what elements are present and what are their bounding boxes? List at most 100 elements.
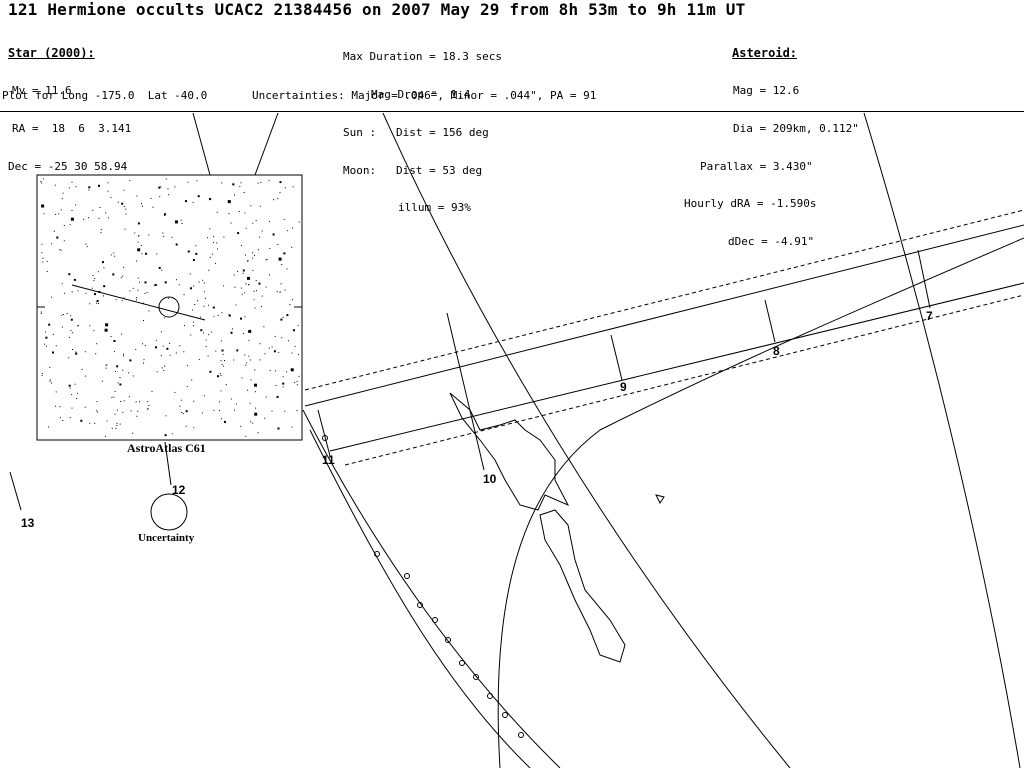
chart-star — [89, 325, 91, 327]
chart-star — [98, 217, 100, 219]
time-label-13: 13 — [21, 516, 35, 530]
chart-star — [68, 273, 71, 276]
chart-star — [283, 218, 285, 220]
chart-star — [278, 257, 282, 261]
chart-star — [175, 220, 178, 224]
chart-star — [298, 221, 300, 223]
chart-star — [275, 384, 277, 386]
chart-star — [158, 266, 161, 269]
chart-star — [282, 316, 284, 318]
chart-star — [43, 213, 45, 215]
chart-star — [242, 269, 245, 272]
chart-star — [41, 182, 43, 184]
chart-star — [232, 183, 235, 186]
chart-star — [238, 211, 240, 212]
chart-star — [183, 294, 185, 296]
chart-star — [253, 299, 255, 301]
chart-star — [49, 379, 51, 381]
tick-line-11 — [317, 409, 331, 457]
chart-star — [193, 325, 194, 327]
chart-star — [297, 354, 299, 355]
chart-star — [84, 375, 86, 377]
chart-star — [85, 292, 87, 294]
chart-star — [92, 209, 94, 211]
chart-star — [211, 253, 213, 255]
chart-star — [169, 354, 171, 356]
chart-star — [223, 365, 225, 367]
chart-star — [277, 244, 279, 245]
chart-star — [98, 184, 100, 187]
chart-star — [292, 329, 295, 332]
observer-sites — [322, 435, 524, 738]
chart-star — [204, 297, 206, 299]
ddec: dDec = -4.91" — [728, 235, 815, 249]
chart-star — [281, 337, 283, 339]
chart-star — [265, 286, 267, 288]
chart-star — [235, 304, 237, 306]
chart-star — [61, 326, 63, 328]
chart-star — [130, 410, 132, 412]
chart-star — [254, 412, 258, 416]
chart-star — [91, 287, 93, 289]
chart-star — [236, 349, 239, 352]
chart-star — [179, 405, 181, 407]
chart-star — [41, 373, 43, 374]
chart-star — [182, 413, 184, 415]
chart-star — [70, 315, 72, 317]
chart-star — [145, 252, 148, 255]
chart-star — [84, 406, 86, 408]
chart-star — [62, 192, 64, 194]
chart-star — [41, 243, 43, 245]
sunset-curve — [497, 237, 1024, 768]
chart-star — [113, 396, 115, 398]
chart-star — [56, 236, 59, 239]
chart-star — [45, 336, 48, 339]
chart-star — [117, 409, 118, 411]
chart-star — [76, 398, 78, 399]
chart-star — [142, 343, 143, 345]
chart-star — [99, 207, 101, 208]
chart-star — [249, 359, 251, 361]
chart-star — [174, 391, 176, 393]
chart-star — [140, 245, 142, 246]
chart-star — [105, 364, 107, 366]
chart-star — [174, 186, 176, 188]
chart-star — [247, 260, 249, 262]
chart-star — [52, 333, 54, 335]
chart-star — [279, 192, 281, 194]
star-dec: Dec = -25 30 58.94 — [8, 159, 128, 173]
chart-star — [264, 417, 266, 419]
chart-star — [175, 243, 178, 246]
chart-star — [138, 235, 140, 237]
chart-star — [97, 411, 98, 413]
chart-star — [279, 291, 281, 293]
chart-star — [240, 317, 242, 320]
chart-star — [282, 382, 285, 385]
chart-star — [217, 375, 219, 378]
time-label-11: 11 — [322, 453, 335, 467]
chart-star — [220, 390, 222, 392]
chart-star — [230, 398, 232, 400]
chart-star — [113, 252, 115, 254]
chart-star — [121, 300, 123, 302]
chart-star — [63, 225, 65, 226]
chart-star — [250, 379, 252, 381]
chart-star — [212, 242, 214, 244]
chatham-outline — [655, 494, 665, 504]
path-north-limit — [304, 224, 1024, 407]
chart-star — [105, 323, 109, 327]
chart-star — [233, 359, 235, 361]
chart-star — [281, 264, 283, 265]
time-label-10: 10 — [483, 472, 497, 486]
chart-star — [136, 415, 138, 417]
chart-star — [189, 273, 191, 275]
chart-star — [77, 290, 79, 292]
tick-line-13 — [9, 471, 22, 511]
chart-star — [219, 373, 221, 375]
chart-star — [120, 401, 122, 402]
chart-star — [132, 375, 134, 377]
chart-star — [155, 339, 157, 341]
chart-star — [269, 247, 271, 249]
chart-star — [167, 297, 169, 299]
chart-star — [221, 363, 223, 365]
